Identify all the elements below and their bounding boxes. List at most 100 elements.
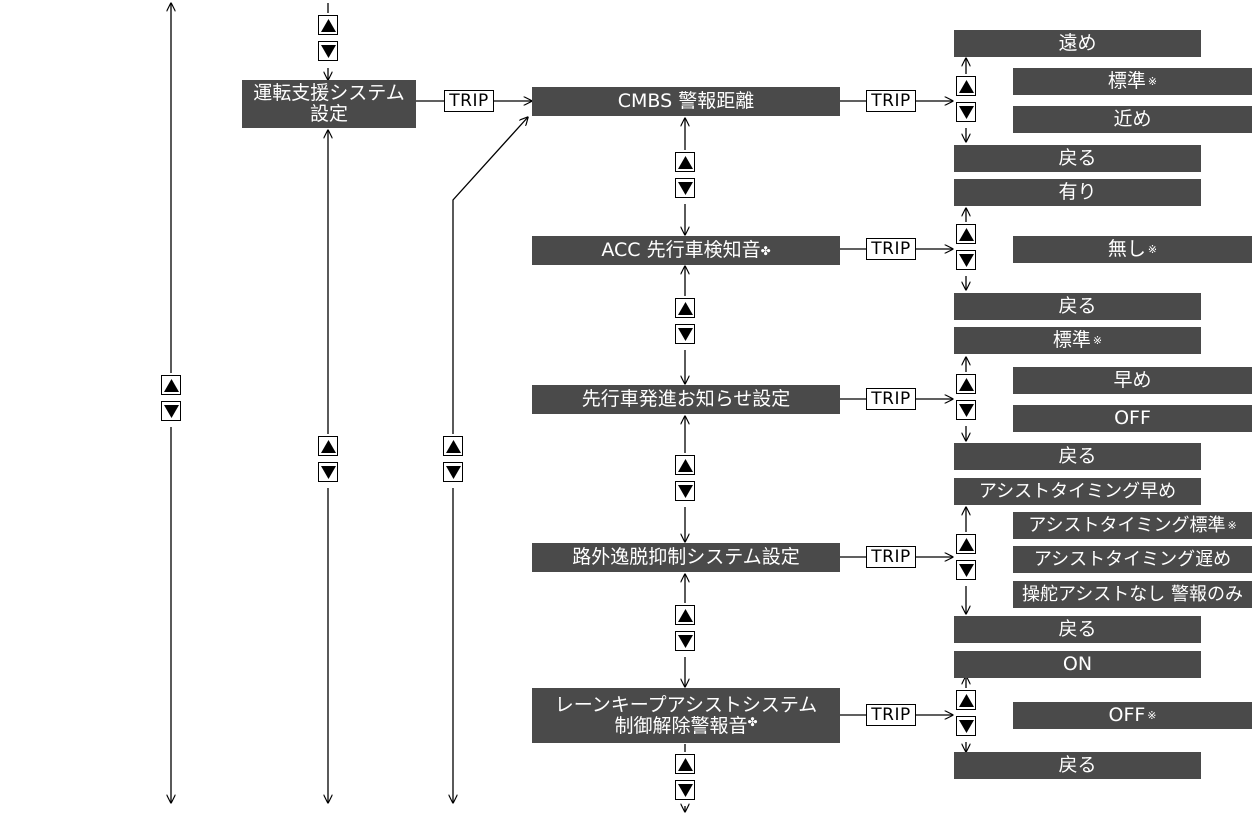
down-arrow-icon xyxy=(321,466,336,479)
cmbs-warning-distance-label: CMBS 警報距離 xyxy=(617,90,755,112)
option-mark: ✤ xyxy=(760,243,771,258)
down-arrow-icon-button[interactable] xyxy=(675,324,695,344)
option-start-back[interactable]: 戻る xyxy=(954,443,1201,470)
up-arrow-icon-button[interactable] xyxy=(675,298,695,318)
down-arrow-icon-button[interactable] xyxy=(318,462,338,482)
up-arrow-icon-button[interactable] xyxy=(443,436,463,456)
down-arrow-icon-button[interactable] xyxy=(956,716,976,736)
trip-button-top[interactable]: TRIP xyxy=(444,90,494,112)
up-arrow-icon-button[interactable] xyxy=(318,436,338,456)
up-arrow-icon xyxy=(678,459,693,472)
up-arrow-icon xyxy=(321,440,336,453)
down-arrow-icon xyxy=(678,182,693,195)
up-arrow-icon xyxy=(959,80,974,93)
driver-assist-settings-box[interactable]: 運転支援システム 設定 xyxy=(242,80,416,128)
driver-assist-settings-line2: 設定 xyxy=(309,103,348,125)
up-arrow-icon xyxy=(678,302,693,315)
down-arrow-icon-button[interactable] xyxy=(956,400,976,420)
up-arrow-icon-button[interactable] xyxy=(956,76,976,96)
default-note: ※ xyxy=(1147,709,1157,722)
down-arrow-icon xyxy=(678,784,693,797)
up-arrow-icon xyxy=(321,19,336,32)
down-arrow-icon-button[interactable] xyxy=(675,178,695,198)
up-arrow-icon-button[interactable] xyxy=(956,224,976,244)
lead-vehicle-start-notice-label: 先行車発進お知らせ設定 xyxy=(581,388,791,410)
up-arrow-icon-button[interactable] xyxy=(675,605,695,625)
option-start-early[interactable]: 早め xyxy=(1013,367,1252,394)
down-arrow-icon xyxy=(164,405,179,418)
down-arrow-icon-button[interactable] xyxy=(956,560,976,580)
road-departure-mitigation-label: 路外逸脱抑制システム設定 xyxy=(572,546,800,568)
up-arrow-icon-button[interactable] xyxy=(675,455,695,475)
option-cmbs-standard[interactable]: 標準※ xyxy=(1013,68,1252,95)
option-acc-on[interactable]: 有り xyxy=(954,179,1201,206)
option-rdm-early[interactable]: アシストタイミング早め xyxy=(954,478,1201,505)
up-arrow-icon-button[interactable] xyxy=(318,15,338,35)
up-arrow-icon xyxy=(446,440,461,453)
option-start-standard[interactable]: 標準※ xyxy=(954,327,1201,354)
down-arrow-icon xyxy=(959,254,974,267)
down-arrow-icon xyxy=(321,45,336,58)
option-rdm-standard[interactable]: アシストタイミング標準※ xyxy=(1013,512,1252,539)
option-start-off[interactable]: OFF xyxy=(1013,405,1252,432)
option-rdm-late[interactable]: アシストタイミング遅め xyxy=(1013,546,1252,573)
down-arrow-icon xyxy=(959,106,974,119)
down-arrow-icon xyxy=(446,466,461,479)
default-note: ※ xyxy=(1147,243,1158,256)
default-note: ※ xyxy=(1227,519,1237,532)
acc-lead-vehicle-sound-item[interactable]: ACC 先行車検知音✤ xyxy=(532,236,840,265)
up-arrow-icon-button[interactable] xyxy=(675,754,695,774)
lead-vehicle-start-notice-item[interactable]: 先行車発進お知らせ設定 xyxy=(532,385,840,414)
driver-assist-settings-line1: 運転支援システム xyxy=(253,82,405,104)
lkas-cancel-warning-line1: レーンキープアシストシステム xyxy=(554,693,818,716)
option-acc-off[interactable]: 無し※ xyxy=(1013,236,1252,263)
option-rdm-back[interactable]: 戻る xyxy=(954,616,1201,643)
down-arrow-icon-button[interactable] xyxy=(675,481,695,501)
down-arrow-icon-button[interactable] xyxy=(161,401,181,421)
trip-button-start-notice[interactable]: TRIP xyxy=(866,388,916,410)
default-note: ※ xyxy=(1092,334,1103,347)
up-arrow-icon xyxy=(959,228,974,241)
down-arrow-icon-button[interactable] xyxy=(675,631,695,651)
trip-button-acc[interactable]: TRIP xyxy=(866,238,916,260)
option-acc-back[interactable]: 戻る xyxy=(954,293,1201,320)
up-arrow-icon-button[interactable] xyxy=(956,690,976,710)
up-arrow-icon xyxy=(678,758,693,771)
up-arrow-icon xyxy=(678,156,693,169)
down-arrow-icon-button[interactable] xyxy=(443,462,463,482)
down-arrow-icon xyxy=(959,404,974,417)
up-arrow-icon xyxy=(959,694,974,707)
up-arrow-icon-button[interactable] xyxy=(161,375,181,395)
down-arrow-icon xyxy=(678,485,693,498)
up-arrow-icon xyxy=(678,609,693,622)
default-note: ※ xyxy=(1147,75,1158,88)
down-arrow-icon-button[interactable] xyxy=(956,250,976,270)
down-arrow-icon-button[interactable] xyxy=(675,780,695,800)
trip-button-cmbs[interactable]: TRIP xyxy=(866,90,916,112)
option-cmbs-near[interactable]: 近め xyxy=(1013,106,1252,133)
up-arrow-icon-button[interactable] xyxy=(675,152,695,172)
down-arrow-icon-button[interactable] xyxy=(956,102,976,122)
option-lkas-on[interactable]: ON xyxy=(954,651,1201,678)
lkas-cancel-warning-item[interactable]: レーンキープアシストシステム 制御解除警報音✤ xyxy=(532,688,840,743)
down-arrow-icon xyxy=(678,328,693,341)
option-lkas-off[interactable]: OFF※ xyxy=(1013,702,1252,729)
option-cmbs-back[interactable]: 戻る xyxy=(954,145,1201,172)
trip-button-road-departure[interactable]: TRIP xyxy=(866,546,916,568)
lkas-cancel-warning-line2: 制御解除警報音 xyxy=(614,714,748,737)
option-lkas-back[interactable]: 戻る xyxy=(954,752,1201,779)
down-arrow-icon xyxy=(678,635,693,648)
option-rdm-warning-only[interactable]: 操舵アシストなし 警報のみ xyxy=(1013,581,1252,608)
acc-lead-vehicle-sound-label: ACC 先行車検知音 xyxy=(601,239,761,261)
up-arrow-icon xyxy=(959,378,974,391)
option-mark: ✤ xyxy=(747,714,758,729)
option-cmbs-far[interactable]: 遠め xyxy=(954,30,1201,57)
up-arrow-icon-button[interactable] xyxy=(956,374,976,394)
cmbs-warning-distance-item[interactable]: CMBS 警報距離 xyxy=(532,87,840,116)
up-arrow-icon xyxy=(164,379,179,392)
trip-button-lkas-sound[interactable]: TRIP xyxy=(866,704,916,726)
up-arrow-icon-button[interactable] xyxy=(956,534,976,554)
road-departure-mitigation-item[interactable]: 路外逸脱抑制システム設定 xyxy=(532,543,840,572)
down-arrow-icon-button[interactable] xyxy=(318,41,338,61)
